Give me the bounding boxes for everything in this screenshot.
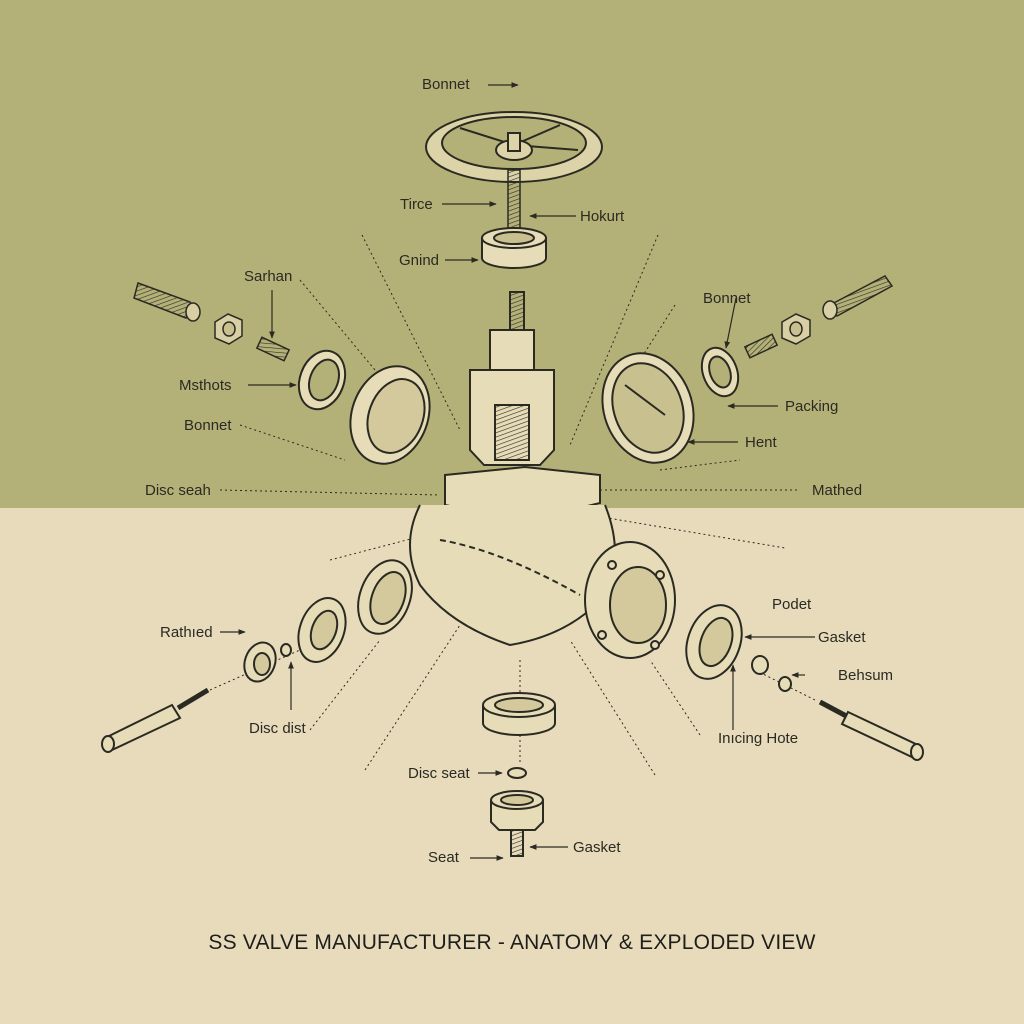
label-hokurt: Hokurt xyxy=(580,208,625,225)
dotted-leader-lines xyxy=(209,234,816,776)
label-top-bonnet: Bonnet xyxy=(422,76,470,93)
right-handwheel-ring-icon xyxy=(601,352,695,464)
left-packing-ring-icon xyxy=(297,349,347,411)
label-packing: Packing xyxy=(785,398,839,415)
label-gasket-bottom: Gasket xyxy=(573,839,621,856)
label-rathied: Rathıed xyxy=(160,624,213,641)
label-disc-seat: Disc seat xyxy=(408,765,470,782)
label-behsum: Behsum xyxy=(838,667,894,684)
diagram-title: SS VALVE MANUFACTURER - ANATOMY & EXPLOD… xyxy=(208,931,816,954)
gland-nut-icon xyxy=(481,227,547,269)
label-seat: Seat xyxy=(428,849,459,866)
label-sarhan: Sarhan xyxy=(244,268,293,285)
handwheel-icon xyxy=(425,111,603,183)
label-left-bonnet: Bonnet xyxy=(184,417,232,434)
label-disc-seah: Disc seah xyxy=(145,482,211,499)
label-right-bonnet: Bonnet xyxy=(703,290,751,307)
label-msthots: Msthots xyxy=(179,377,232,394)
label-gasket-right: Gasket xyxy=(818,629,866,646)
label-hent: Hent xyxy=(745,434,777,451)
left-bolt-icon xyxy=(133,282,291,362)
lower-left-parts-icon xyxy=(101,559,413,753)
right-bolt-icon xyxy=(743,275,894,359)
solid-arrows xyxy=(220,82,815,861)
label-podet: Podet xyxy=(772,596,812,613)
label-incing-hote: Inıcing Hote xyxy=(718,730,799,747)
valve-body-icon xyxy=(409,291,676,659)
label-mathed: Mathed xyxy=(812,482,863,499)
label-tirce: Tirce xyxy=(400,196,433,213)
right-washer-icon xyxy=(700,346,740,398)
label-disc-dist: Disc dist xyxy=(249,720,306,737)
label-gnind: Gnind xyxy=(399,252,440,269)
left-bonnet-ring-icon xyxy=(349,365,431,465)
bottom-seat-parts-icon xyxy=(482,692,556,857)
lower-right-parts-icon xyxy=(685,604,924,761)
